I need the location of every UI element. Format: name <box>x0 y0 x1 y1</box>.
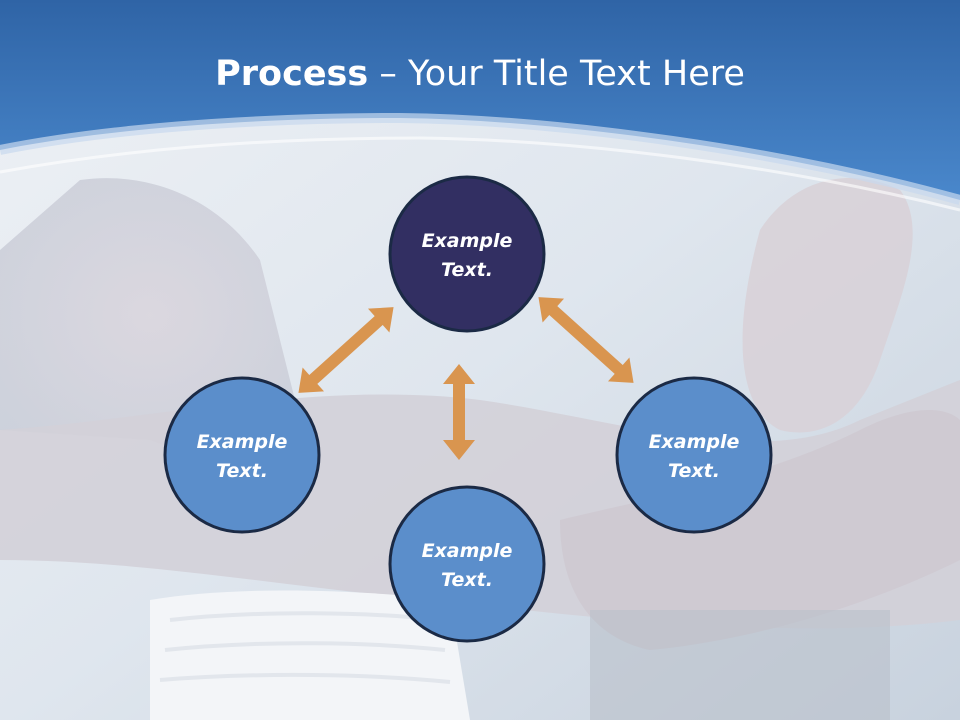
double-arrow-vertical <box>443 364 475 460</box>
title-separator: – <box>368 54 408 94</box>
node-label-line1: Example <box>197 431 288 453</box>
process-node-top[interactable]: Example Text. <box>388 175 546 333</box>
node-label-line1: Example <box>649 431 740 453</box>
process-node-left[interactable]: Example Text. <box>163 376 321 534</box>
double-arrow-top-right <box>538 297 634 383</box>
node-label-line1: Example <box>422 540 513 562</box>
node-circle <box>388 175 546 333</box>
slide-title: Process – Your Title Text Here <box>0 50 960 98</box>
node-label-line2: Text. <box>668 460 720 482</box>
double-arrow-top-left <box>298 307 394 393</box>
title-text: Your Title Text Here <box>407 54 745 94</box>
process-node-bottom[interactable]: Example Text. <box>388 485 546 643</box>
arrows <box>298 297 634 460</box>
node-label-line2: Text. <box>441 569 493 591</box>
node-circle <box>163 376 321 534</box>
node-label-line2: Text. <box>216 460 268 482</box>
title-bold: Process <box>215 54 369 94</box>
node-label-line2: Text. <box>441 259 493 281</box>
header-band <box>0 0 960 212</box>
node-circle <box>615 376 773 534</box>
node-label-line1: Example <box>422 230 513 252</box>
process-node-right[interactable]: Example Text. <box>615 376 773 534</box>
node-circle <box>388 485 546 643</box>
